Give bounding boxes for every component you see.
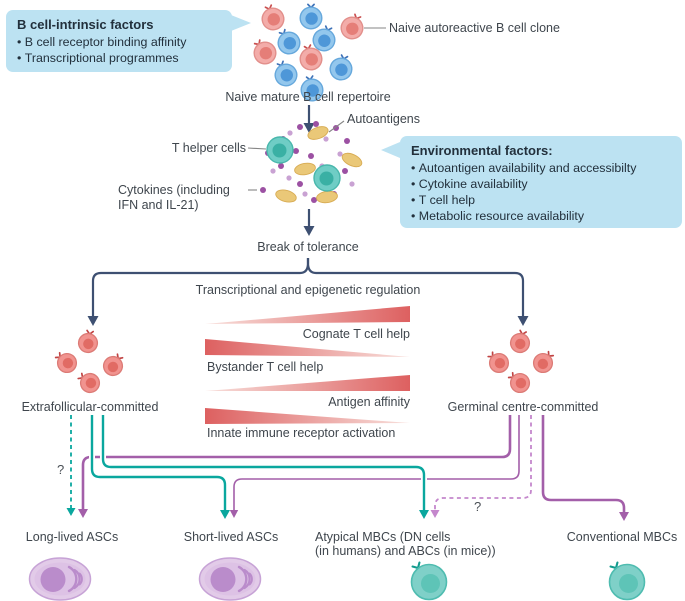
bystander-t-cell-help-label: Bystander T cell help bbox=[207, 360, 324, 374]
intrinsic-factors-title: B cell-intrinsic factors bbox=[17, 17, 154, 32]
list-item: Transcriptional programmes bbox=[17, 50, 221, 66]
break-of-tolerance-label: Break of tolerance bbox=[257, 240, 359, 254]
naive-b-cell-cluster bbox=[248, 3, 367, 103]
gradient-bar-innate-immune-receptor-activation bbox=[205, 408, 410, 424]
long-lived-ascs-label: Long-lived ASCs bbox=[25, 530, 119, 544]
arrow-gc-to-atypical-dashed bbox=[430, 415, 532, 518]
germinal-centre-cluster bbox=[484, 329, 558, 396]
arrow-gc-to-conventional bbox=[541, 415, 629, 521]
atypical-mbcs-label-line1: Atypical MBCs (DN cells bbox=[315, 530, 451, 544]
t-helper-cell bbox=[266, 136, 294, 164]
list-item: Metabolic resource availability bbox=[411, 208, 671, 224]
question-mark-left: ? bbox=[57, 462, 65, 477]
autoantigens-label: Autoantigens bbox=[347, 112, 420, 126]
list-item: Autoantigen availability and accessibilt… bbox=[411, 160, 671, 176]
extrafollicular-cluster bbox=[52, 329, 128, 396]
innate-immune-receptor-label: Innate immune receptor activation bbox=[207, 426, 396, 440]
environmental-factors-title: Environmental factors: bbox=[411, 143, 553, 158]
gradient-bar-antigen-affinity bbox=[205, 375, 410, 391]
environmental-factors-list: Autoantigen availability and accessibilt… bbox=[411, 160, 671, 224]
naive-autoreactive-b-cell-labelled bbox=[338, 11, 368, 42]
arrow-ef-to-longlived-dashed bbox=[66, 415, 76, 516]
arrow-gc-to-longlived bbox=[78, 415, 512, 518]
intrinsic-factors-list: B cell receptor binding affinity Transcr… bbox=[17, 34, 221, 66]
list-item: T cell help bbox=[411, 192, 671, 208]
long-lived-asc-cell bbox=[28, 556, 92, 601]
list-item: B cell receptor binding affinity bbox=[17, 34, 221, 50]
environmental-box-tail bbox=[381, 142, 400, 158]
environmental-factors-box: Environmental factors: Autoantigen avail… bbox=[400, 136, 682, 228]
atypical-mbcs-label-line2: (in humans) and ABCs (in mice)) bbox=[315, 544, 496, 558]
intrinsic-box-tail bbox=[231, 15, 251, 31]
short-lived-ascs-label: Short-lived ASCs bbox=[183, 530, 279, 544]
transcriptional-regulation-label: Transcriptional and epigenetic regulatio… bbox=[195, 283, 421, 297]
label-connectors bbox=[247, 27, 386, 191]
antigen-affinity-label: Antigen affinity bbox=[328, 395, 410, 409]
gradient-bar-cognate-t-cell-help bbox=[205, 306, 410, 324]
arrow-gc-to-shortlived bbox=[229, 415, 520, 518]
cognate-t-cell-help-label: Cognate T cell help bbox=[302, 327, 410, 341]
autoantigens bbox=[273, 123, 365, 205]
arrow-ef-to-shortlived bbox=[90, 415, 230, 519]
germinal-centre-label: Germinal centre-committed bbox=[447, 400, 599, 414]
conventional-mbcs-label: Conventional MBCs bbox=[566, 530, 678, 544]
list-item: Cytokine availability bbox=[411, 176, 671, 192]
question-mark-right: ? bbox=[474, 499, 482, 514]
naive-clone-label: Naive autoreactive B cell clone bbox=[389, 21, 560, 35]
short-lived-asc-cell bbox=[198, 556, 262, 601]
repertoire-label: Naive mature B cell repertoire bbox=[225, 90, 391, 104]
intrinsic-factors-box: B cell-intrinsic factors B cell receptor… bbox=[6, 10, 232, 72]
arrow-ef-to-atypical bbox=[101, 415, 429, 519]
conventional-mbc-cell bbox=[608, 561, 646, 601]
extrafollicular-label: Extrafollicular-committed bbox=[21, 400, 159, 414]
arrow-repertoire-to-activation bbox=[303, 105, 315, 236]
atypical-mbc-cell bbox=[410, 561, 448, 601]
cytokines-label-line2: IFN and IL-21) bbox=[118, 198, 199, 212]
arrow-tolerance-branch bbox=[87, 258, 529, 326]
naive-autoreactive-b-cell bbox=[258, 3, 287, 33]
t-helper-cells-label: T helper cells bbox=[171, 141, 246, 155]
t-helper-cell bbox=[313, 164, 341, 192]
activation-cluster bbox=[260, 121, 365, 205]
cytokines-label-line1: Cytokines (including bbox=[118, 183, 230, 197]
gradient-bar-bystander-t-cell-help bbox=[205, 339, 410, 357]
